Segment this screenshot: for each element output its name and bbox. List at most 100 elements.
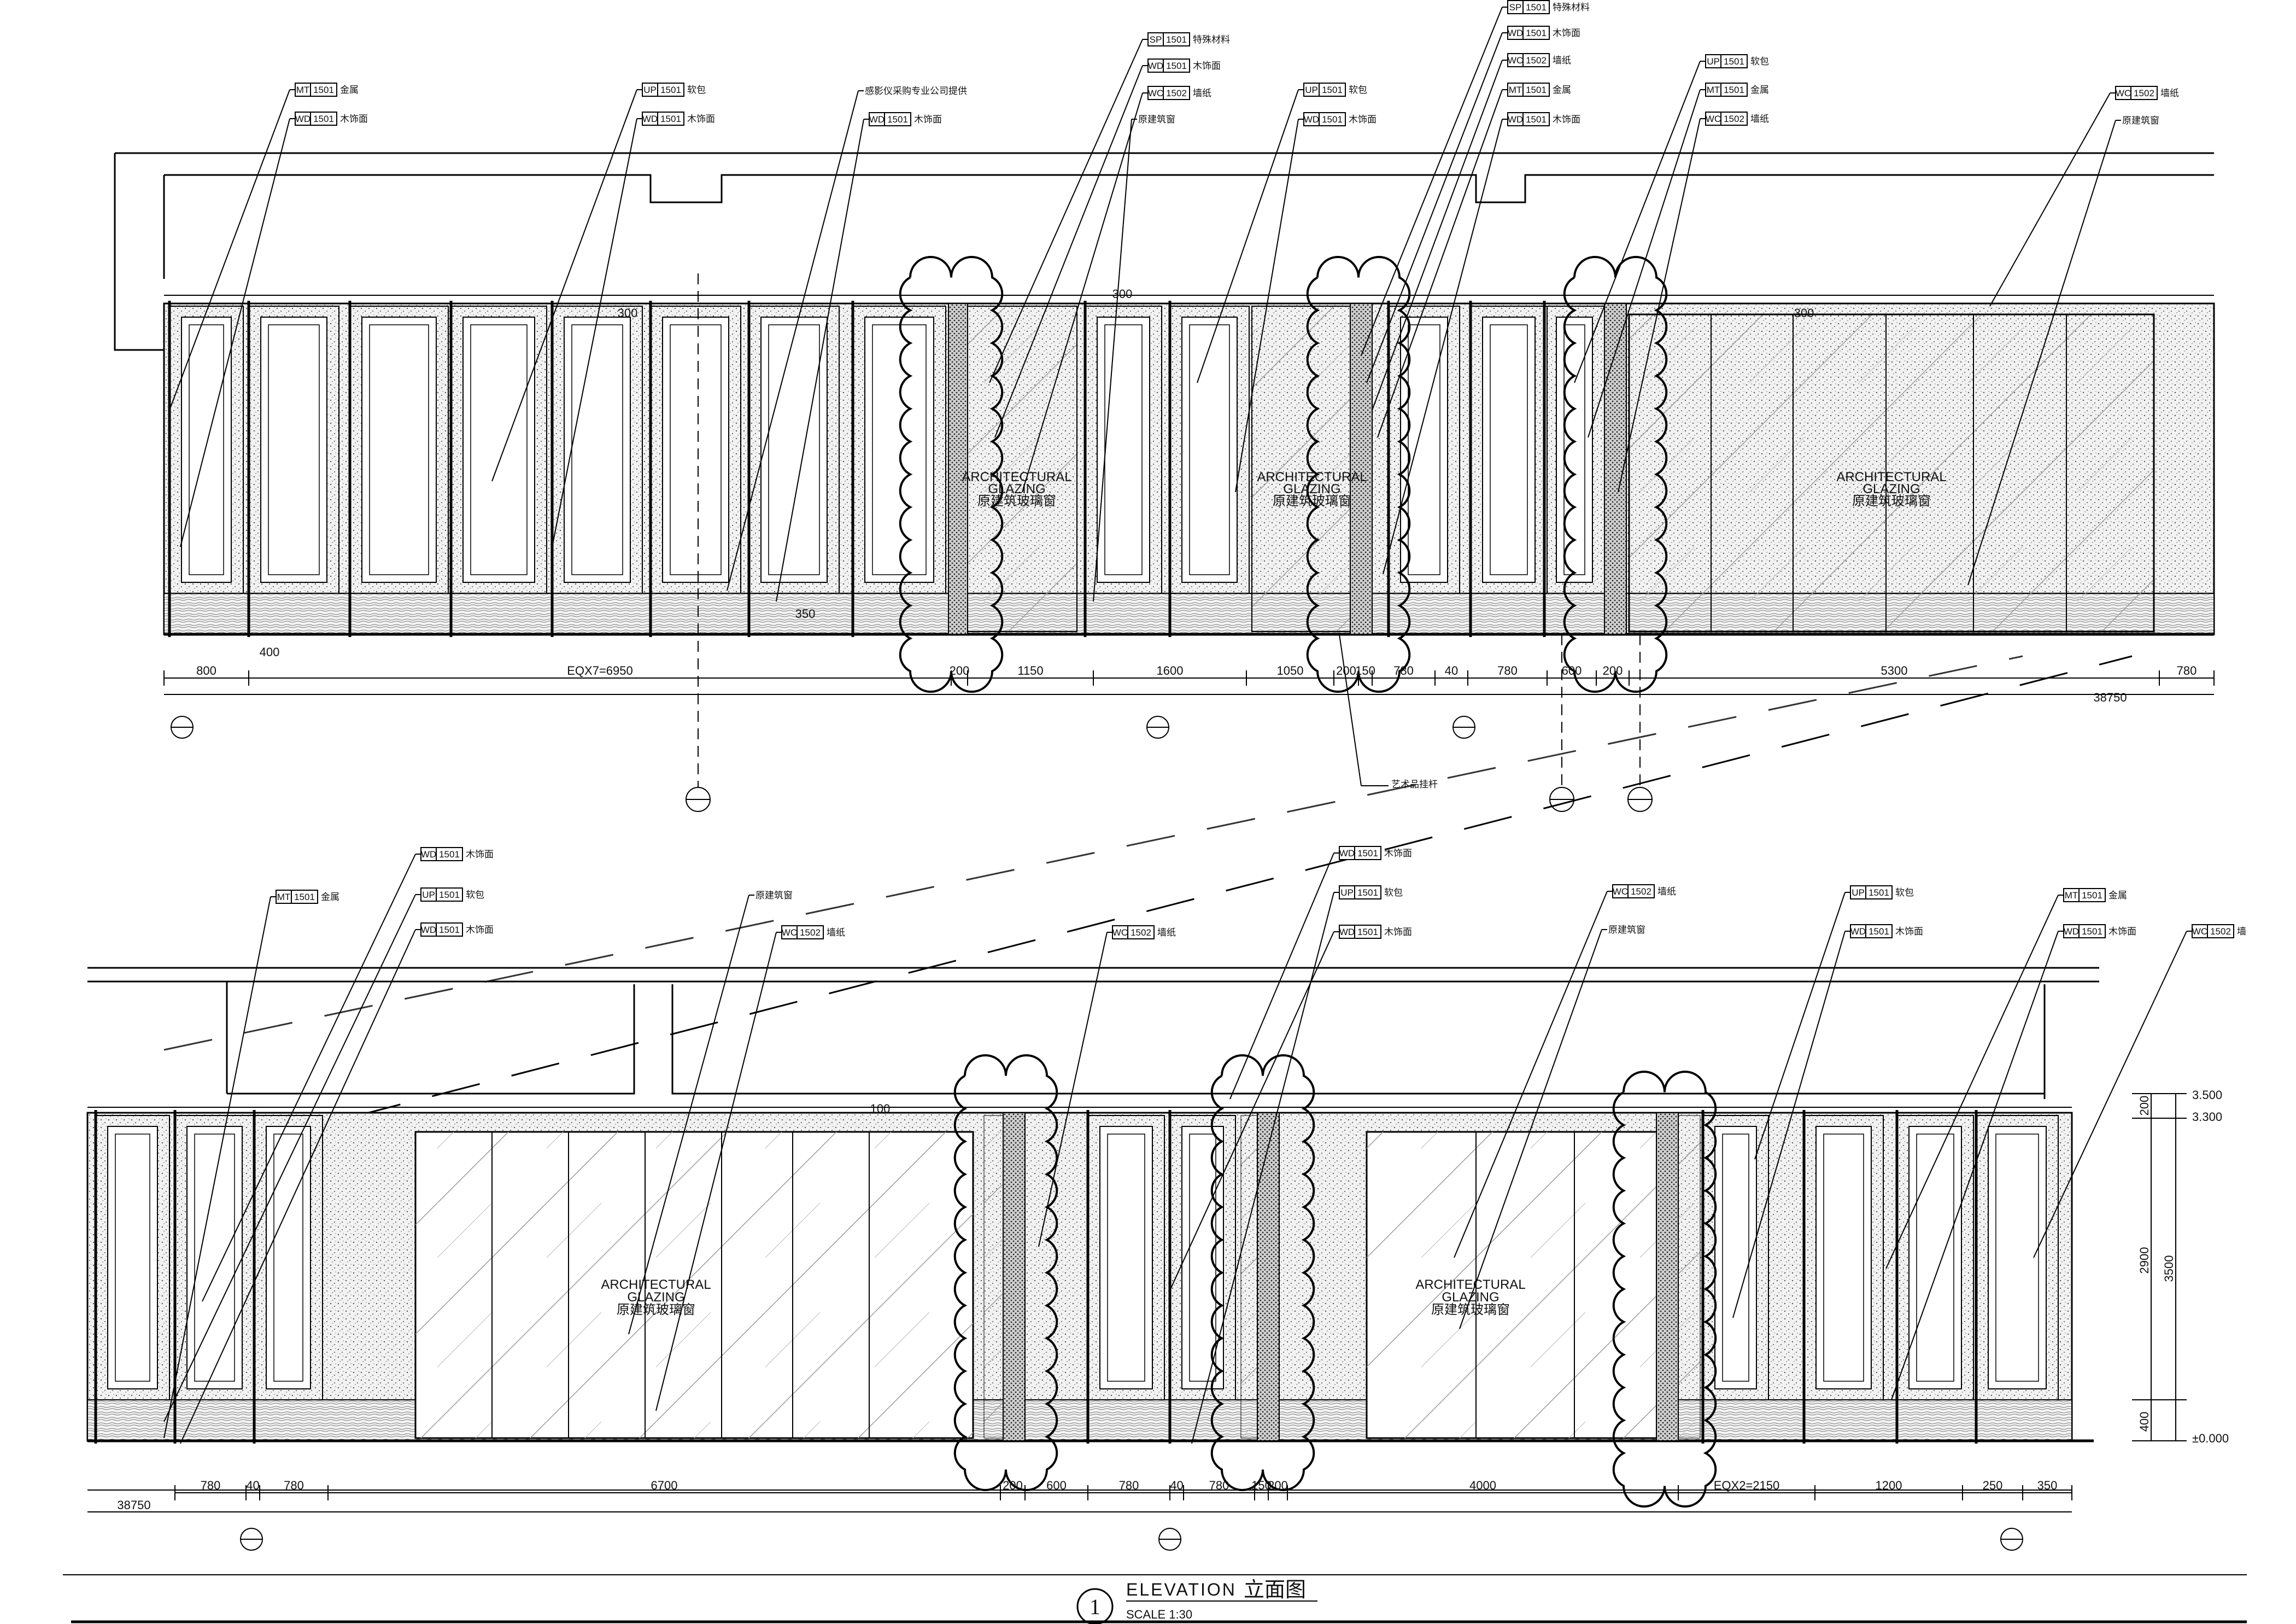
bottom-tag-code: WC <box>1112 927 1128 938</box>
bottom-tag-num: 1501 <box>294 892 315 902</box>
top-panel-inner <box>181 317 232 583</box>
bottom-panel-inset <box>1722 1134 1749 1382</box>
top-tag-num-box <box>1522 26 1550 40</box>
top-tag-desc: 金属 <box>340 85 359 95</box>
bottom-tag-num-box <box>1865 885 1893 899</box>
bottom-tag-num: 1501 <box>439 849 460 860</box>
bottom-tag-desc: 木饰面 <box>1895 926 1923 937</box>
top-tag-code-box <box>642 83 658 97</box>
bottom-tag-code: MT <box>277 892 291 902</box>
top-sub-dim: 300 <box>1794 306 1814 320</box>
bottom-cloud-1 <box>953 1054 1058 1491</box>
top-dim-label: 600 <box>1562 664 1582 677</box>
bottom-tag-leader <box>1454 891 1608 1258</box>
top-tag-leader <box>1366 32 1503 383</box>
top-tag-code: WC <box>1706 114 1721 124</box>
top-tag-leader <box>1093 119 1132 602</box>
bottom-elevation: ARCHITECTURAL GLAZING 原建筑玻璃窗 ARCHITECTUR… <box>86 655 2246 1551</box>
top-tag-code-box <box>1705 54 1721 68</box>
top-total-dim: 38750 <box>2093 691 2127 704</box>
bottom-tag: 原建筑窗 <box>1459 925 1645 1329</box>
bottom-tag-num: 1501 <box>1357 887 1378 898</box>
bottom-tag-desc: 木饰面 <box>466 925 494 935</box>
top-tag-desc: 软包 <box>1349 85 1367 95</box>
bottom-tag-desc: 墙纸 <box>1657 886 1676 897</box>
top-tag-num-box <box>1163 59 1190 73</box>
bottom-panel-inset <box>1107 1134 1145 1382</box>
top-tag-leader <box>1574 61 1701 383</box>
top-tag-code: WD <box>1304 114 1319 125</box>
top-tag-leader <box>552 118 637 547</box>
top-dim-label: 150 <box>1355 664 1375 677</box>
bottom-panel-inset <box>194 1134 235 1382</box>
top-tag-num-box <box>884 112 911 126</box>
bottom-tag-desc: 金属 <box>2108 890 2127 901</box>
drawing-number-circle <box>1076 1588 1114 1624</box>
bottom-tag-code: WD <box>1339 927 1355 937</box>
bottom-tag-desc: 木饰面 <box>1384 927 1412 937</box>
top-tag-code: MT <box>1707 85 1720 95</box>
level-3300: 3.300 <box>2192 1110 2222 1124</box>
top-tag-num-box <box>1522 112 1550 126</box>
top-tag-code-box <box>1147 32 1164 46</box>
bottom-tag-code: UP <box>1340 887 1354 898</box>
bottom-panel-inset <box>1995 1134 2039 1382</box>
top-tag-leader <box>776 119 864 602</box>
top-tag-code: UP <box>643 85 657 95</box>
bottom-tag-code: WD <box>1850 926 1866 937</box>
top-tag-num-box <box>1720 83 1748 97</box>
top-tag-code: MT <box>296 85 310 95</box>
top-tag-num: 1501 <box>313 114 334 124</box>
top-panel-inset <box>189 324 224 575</box>
bottom-column-3 <box>1656 1112 1679 1441</box>
top-tag-num-box <box>1720 54 1748 68</box>
top-tag-num: 1501 <box>887 114 908 125</box>
bottom-panel-inset <box>1916 1134 1954 1382</box>
top-panel-inset <box>768 324 820 575</box>
bottom-tag-num-box <box>1865 924 1893 938</box>
top-tag-code-box <box>1303 112 1320 126</box>
bottom-tag-num-box <box>2078 888 2106 902</box>
top-tag-desc: 木饰面 <box>1553 114 1580 125</box>
top-panel-inner <box>564 317 631 583</box>
bottom-panel-inner <box>107 1126 158 1389</box>
bottom-tag-num: 1501 <box>2082 890 2102 901</box>
bottom-tag-desc: 原建筑窗 <box>755 890 793 901</box>
bottom-tag: 原建筑窗 <box>628 890 793 1335</box>
top-tag-desc: 木饰面 <box>340 114 368 124</box>
bottom-column-2 <box>1257 1112 1280 1441</box>
top-tag-desc: 金属 <box>1750 85 1769 95</box>
top-tag-desc: 木饰面 <box>914 114 942 125</box>
top-glazing-label-2-en1: ARCHITECTURAL <box>1257 470 1367 484</box>
top-tag-code-box <box>1507 0 1524 14</box>
top-tag-num: 1501 <box>1166 61 1187 71</box>
bottom-tag-num-box <box>291 890 318 904</box>
bottom-cloud-2 <box>1210 1054 1315 1491</box>
top-tag-num: 1501 <box>1322 85 1343 95</box>
bottom-tag-code-box <box>1339 925 1355 939</box>
top-tag-leader <box>1383 119 1503 575</box>
bottom-panel-inner <box>266 1126 311 1389</box>
top-tag-num-box <box>1720 112 1748 126</box>
bottom-tag-num: 1502 <box>2210 926 2231 937</box>
top-tag-code: MT <box>1509 85 1522 95</box>
top-panel-inner <box>864 317 934 583</box>
bottom-tag-code: MT <box>2065 890 2078 901</box>
bottom-tag-leader <box>1885 895 2059 1269</box>
top-panel-inner <box>760 317 828 583</box>
top-sub-dim: 350 <box>795 607 816 621</box>
top-tag-leader <box>1989 92 2111 307</box>
bottom-tag-num-box <box>1354 885 1381 899</box>
bottom-tag-leader <box>628 895 749 1335</box>
bottom-glazing-label-2-en1: ARCHITECTURAL <box>1415 1277 1525 1292</box>
bottom-tag-num-box <box>1127 925 1155 939</box>
